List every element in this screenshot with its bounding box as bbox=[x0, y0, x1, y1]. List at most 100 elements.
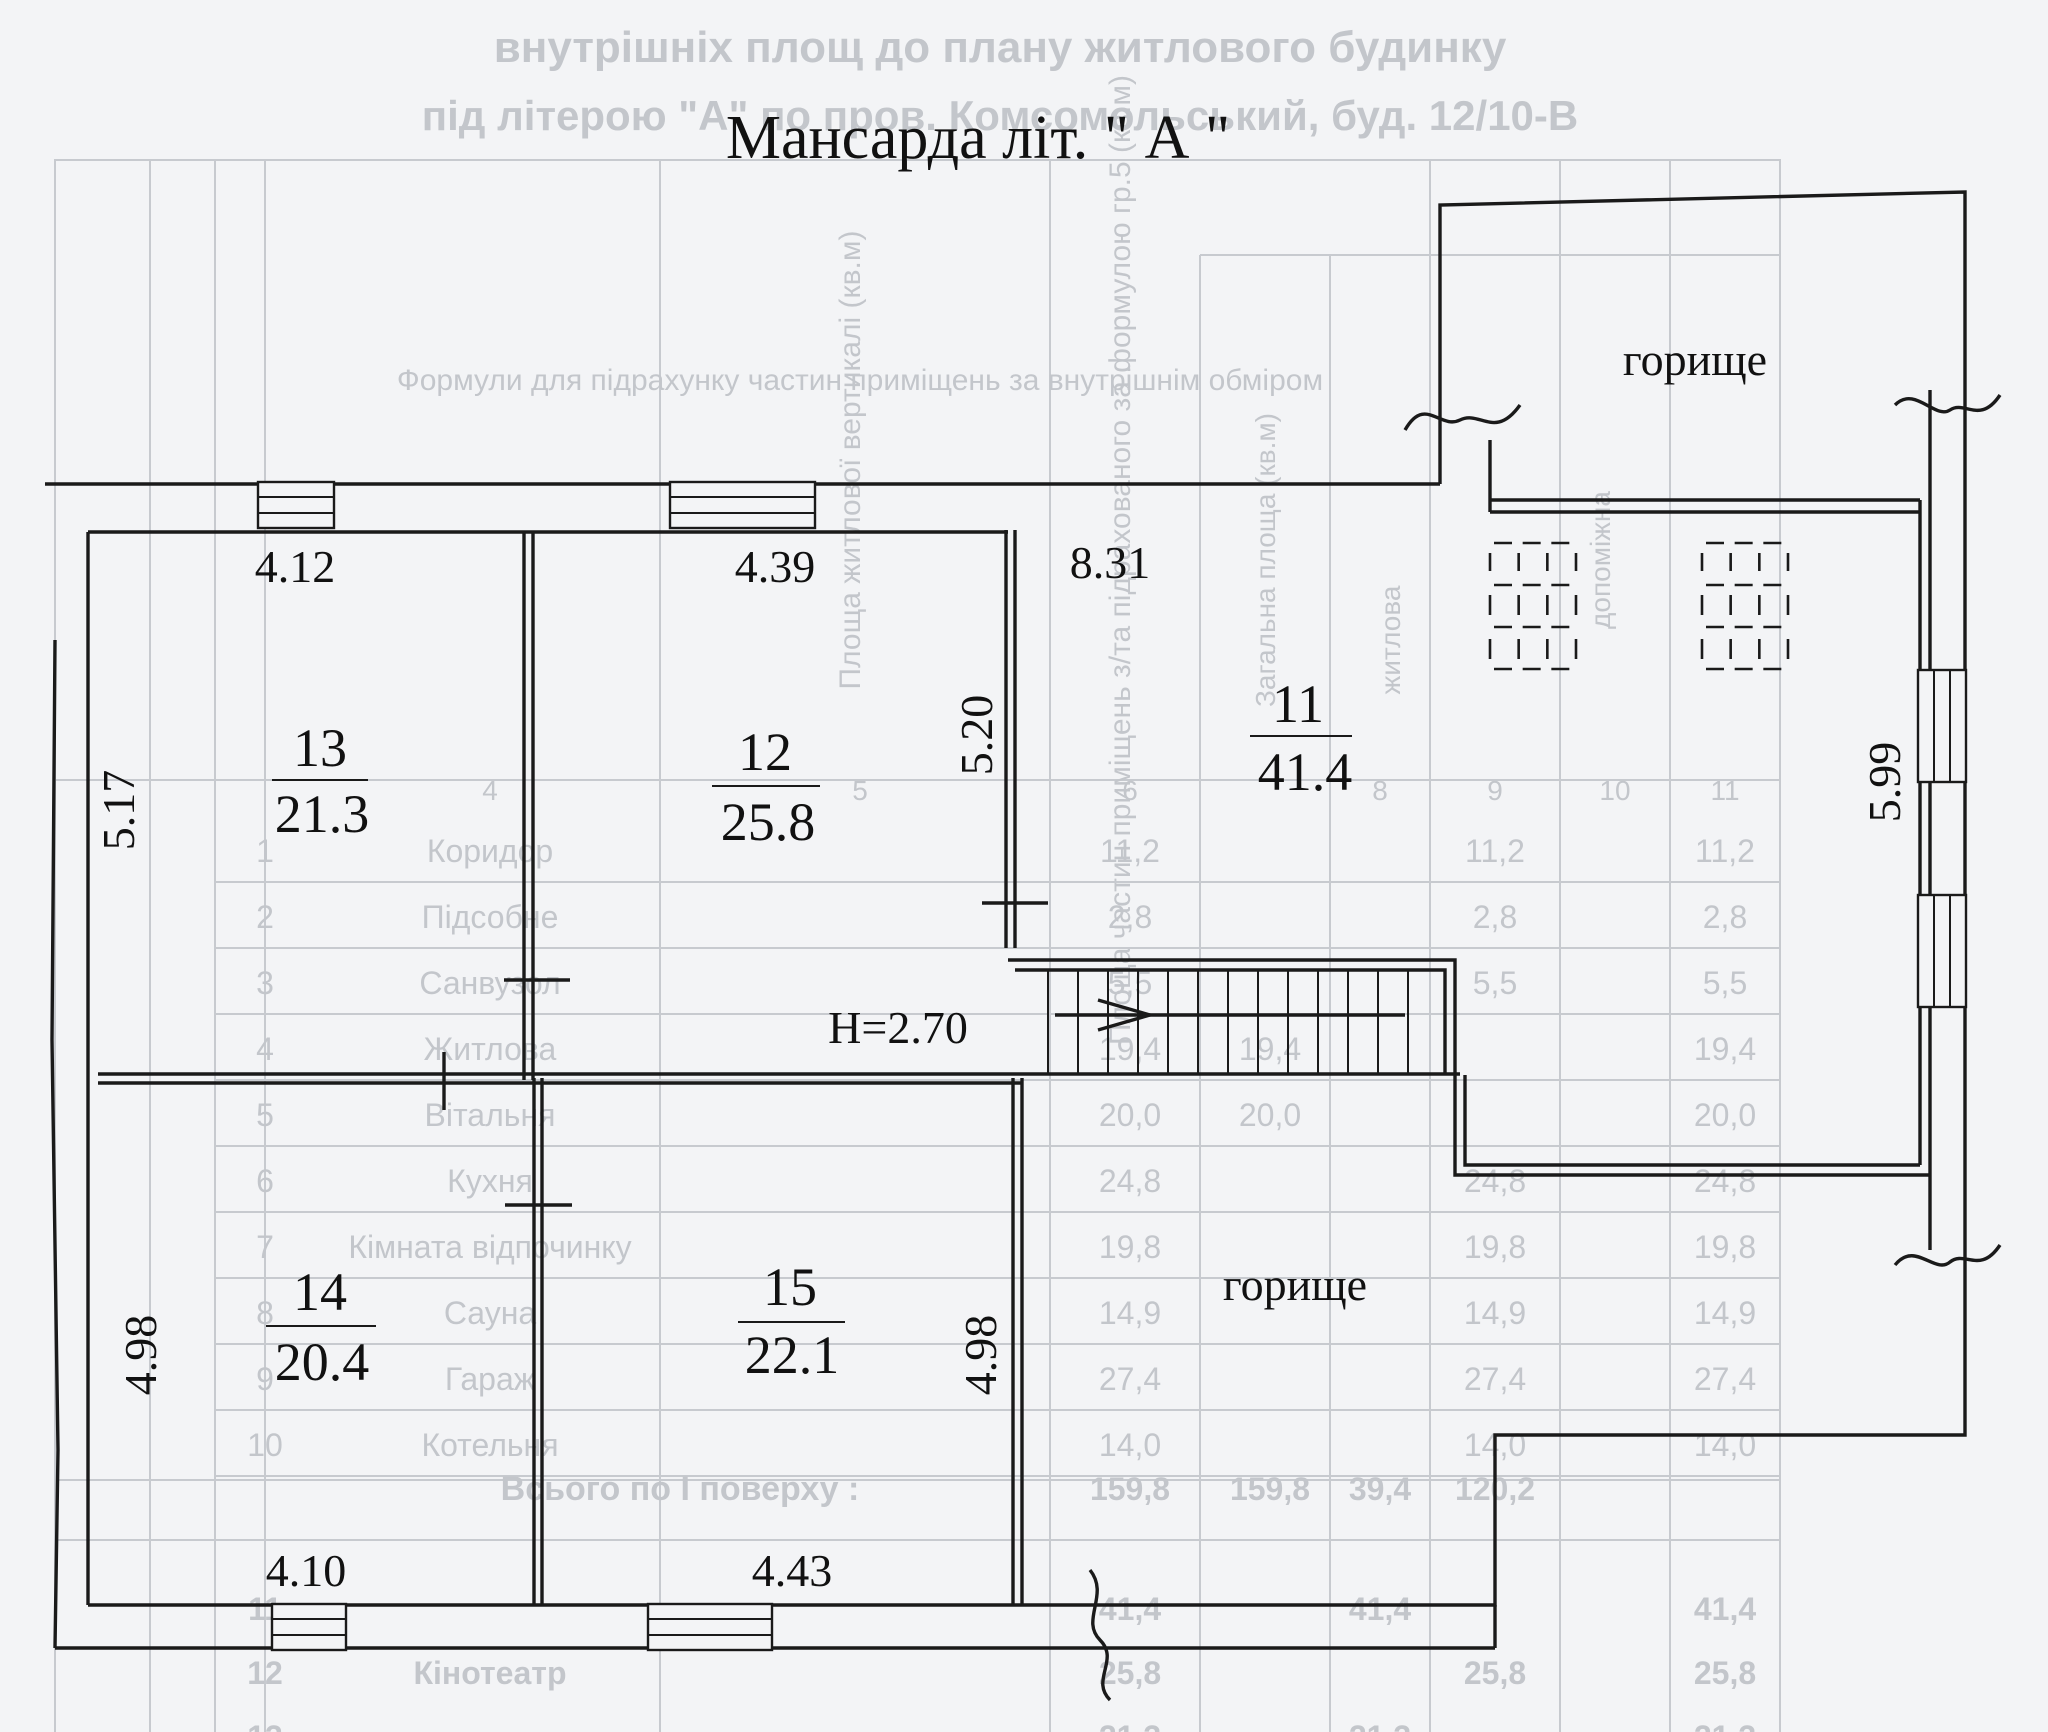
ghost-row-number: 3 bbox=[256, 965, 274, 1001]
attic-label-top: горище bbox=[1623, 334, 1767, 385]
ghost-col-header-2: Формули для підрахунку частин приміщень … bbox=[397, 364, 1323, 397]
ghost-lower-row-cell: 21,3 bbox=[1694, 1719, 1756, 1732]
ghost-col-num: 4 bbox=[482, 775, 498, 806]
ghost-col-num: 5 bbox=[852, 775, 868, 806]
ghost-row-number: 2 bbox=[256, 899, 274, 935]
room-labels: 13 21.3 12 25.8 11 41.4 14 20.4 15 22.1 bbox=[266, 674, 1352, 1392]
ghost-row-value: 27,4 bbox=[1099, 1361, 1161, 1397]
ghost-row-number: 6 bbox=[256, 1163, 274, 1199]
attic-label-bottom: горище bbox=[1223, 1259, 1367, 1310]
ghost-row-value: 27,4 bbox=[1694, 1361, 1756, 1397]
ghost-header-line-2: під літерою "А" по пров. Комсомольський,… bbox=[422, 92, 1578, 139]
dim-8-31: 8.31 bbox=[1070, 537, 1151, 588]
ghost-header-line-1: внутрішніх площ до плану житлового будин… bbox=[494, 23, 1507, 72]
ghost-lower-row-cell: 21,3 bbox=[1099, 1719, 1161, 1732]
stair-enclosure bbox=[1008, 958, 1457, 1075]
ghost-lower-row-cell: 41,4 bbox=[1349, 1591, 1411, 1627]
dim-5-99: 5.99 bbox=[1859, 742, 1910, 823]
room-13-number: 13 bbox=[293, 718, 347, 778]
ghost-total-value: 159,8 bbox=[1230, 1471, 1310, 1507]
ghost-row-number: 5 bbox=[256, 1097, 274, 1133]
room-14-label: 14 20.4 bbox=[266, 1262, 376, 1392]
ghost-col-num: 6 bbox=[1122, 775, 1138, 806]
dimension-labels: 4.12 4.39 8.31 5.17 5.20 5.99 4.98 4.98 … bbox=[93, 537, 1910, 1596]
ghost-total-value: 159,8 bbox=[1090, 1471, 1170, 1507]
dim-4-10: 4.10 bbox=[266, 1545, 347, 1596]
ghost-lower-row-cell: 13 bbox=[247, 1719, 283, 1732]
room-12-area: 25.8 bbox=[721, 792, 816, 852]
dim-4-98-left: 4.98 bbox=[115, 1315, 166, 1396]
ghost-row-name: Кімната відпочинку bbox=[348, 1229, 631, 1265]
ghost-row-value: 2,8 bbox=[1473, 899, 1517, 935]
room-12-number: 12 bbox=[738, 722, 792, 782]
room-11-number: 11 bbox=[1272, 674, 1324, 734]
ceiling-height-label: H=2.70 bbox=[828, 1002, 968, 1053]
ghost-row-value: 20,0 bbox=[1694, 1097, 1756, 1133]
ghost-lower-row-cell: 25,8 bbox=[1099, 1655, 1161, 1691]
ghost-row-value: 2,8 bbox=[1703, 899, 1747, 935]
ghost-row-value: 27,4 bbox=[1464, 1361, 1526, 1397]
ghost-row-number: 4 bbox=[256, 1031, 274, 1067]
ghost-row-value: 14,9 bbox=[1464, 1295, 1526, 1331]
room-13-area: 21.3 bbox=[275, 784, 370, 844]
ghost-table-frame bbox=[54, 159, 1781, 1732]
ghost-row-number: 8 bbox=[256, 1295, 274, 1331]
break-mark-top bbox=[1403, 404, 1522, 431]
ventilation-grille bbox=[1700, 541, 1790, 671]
ghost-row-value: 19,8 bbox=[1099, 1229, 1161, 1265]
ghost-row-value: 14,0 bbox=[1099, 1427, 1161, 1463]
ghost-row-name: Гараж bbox=[445, 1361, 536, 1397]
ghost-row-value: 20,0 bbox=[1239, 1097, 1301, 1133]
room-11-label: 11 41.4 bbox=[1250, 674, 1352, 802]
ghost-lower-row-cell: 25,8 bbox=[1694, 1655, 1756, 1691]
window-top-middle bbox=[668, 480, 817, 530]
ghost-col-header-5: житлова bbox=[1375, 585, 1406, 694]
ghost-row-value: 19,8 bbox=[1694, 1229, 1756, 1265]
ghost-row-value: 14,0 bbox=[1694, 1427, 1756, 1463]
ghost-row-value: 24,8 bbox=[1099, 1163, 1161, 1199]
room-15-area: 22.1 bbox=[745, 1325, 840, 1385]
room-13-label: 13 21.3 bbox=[272, 718, 369, 844]
ghost-row-name: Котельня bbox=[421, 1427, 558, 1463]
break-mark-right-bottom bbox=[1893, 1244, 2002, 1267]
ghost-col-num: 10 bbox=[1599, 775, 1630, 806]
doors bbox=[442, 901, 1048, 1207]
ghost-row-name: Санвузол bbox=[419, 965, 560, 1001]
ghost-col-num: 11 bbox=[1710, 775, 1739, 806]
ghost-row-number: 7 bbox=[256, 1229, 274, 1265]
ghost-col-header-4: Загальна площа (кв.м) bbox=[1250, 413, 1281, 707]
window-bottom-middle bbox=[646, 1602, 774, 1652]
background-table: внутрішніх площ до плану житлового будин… bbox=[54, 23, 1781, 1732]
attic-outline bbox=[1100, 190, 1967, 1607]
ghost-row-name: Кухня bbox=[447, 1163, 533, 1199]
ghost-col-header-3: Площа частин приміщень з/та підрахованог… bbox=[1104, 75, 1137, 1045]
room-12-label: 12 25.8 bbox=[712, 722, 820, 852]
dim-5-20: 5.20 bbox=[951, 695, 1002, 776]
ghost-row-value: 19,4 bbox=[1694, 1031, 1756, 1067]
ghost-row-value: 5,5 bbox=[1473, 965, 1517, 1001]
ghost-lower-row-cell: 41,4 bbox=[1099, 1591, 1161, 1627]
ghost-row-value: 14,9 bbox=[1099, 1295, 1161, 1331]
break-mark-right-top bbox=[1893, 394, 2002, 414]
outer-wall-left bbox=[50, 639, 60, 1649]
ghost-row-name: Сауна bbox=[444, 1295, 537, 1331]
ghost-col-num: 8 bbox=[1372, 775, 1388, 806]
ghost-lower-row-cell: 21,3 bbox=[1349, 1719, 1411, 1732]
ghost-total-value: 39,4 bbox=[1349, 1471, 1411, 1507]
room-11-area: 41.4 bbox=[1258, 742, 1353, 802]
ghost-col-num: 9 bbox=[1487, 775, 1503, 806]
break-mark-bottom bbox=[1088, 1568, 1112, 1702]
dim-5-17: 5.17 bbox=[93, 770, 144, 851]
ghost-row-value: 19,4 bbox=[1239, 1031, 1301, 1067]
ghost-row-value: 2,8 bbox=[1108, 899, 1152, 935]
walls bbox=[45, 190, 1967, 1650]
room-14-area: 20.4 bbox=[275, 1332, 370, 1392]
ghost-total-label: Всього по І поверху : bbox=[501, 1470, 860, 1508]
ghost-lower-row-cell: 12 bbox=[247, 1655, 283, 1691]
window-east-2 bbox=[1916, 893, 1968, 1009]
ghost-row-value: 5,5 bbox=[1703, 965, 1747, 1001]
staircase bbox=[1047, 970, 1409, 1074]
window-top-left bbox=[256, 480, 336, 530]
